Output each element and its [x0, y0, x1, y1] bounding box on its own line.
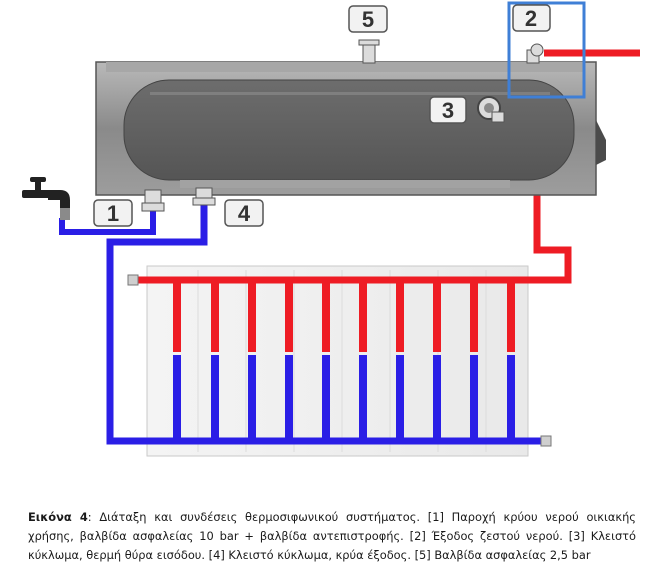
cold-supply-fitting [141, 189, 165, 212]
label-1: 1 [93, 199, 133, 227]
label-4: 4 [224, 199, 264, 227]
svg-text:1: 1 [107, 201, 119, 226]
svg-text:5: 5 [362, 7, 374, 32]
port-2-highlight-box [507, 1, 586, 99]
hot-inlet-port [477, 96, 505, 123]
figure-label: Εικόνα 4 [28, 510, 88, 524]
collector-cold-fitting [540, 435, 552, 447]
label-2: 2 [512, 4, 551, 32]
storage-tank [95, 61, 606, 196]
label-3: 3 [429, 96, 467, 124]
collector-hot-risers [173, 282, 515, 352]
hot-water-outlet-fitting [526, 43, 544, 64]
caption-text: : Διάταξη και συνδέσεις θερμοσιφωνικού σ… [28, 510, 636, 562]
svg-text:2: 2 [525, 6, 537, 31]
figure-caption: Εικόνα 4: Διάταξη και συνδέσεις θερμοσιφ… [28, 508, 636, 565]
cold-pipe [106, 200, 543, 445]
safety-valve-2-5-bar-fitting [358, 39, 380, 64]
thermosiphon-diagram: 5 2 3 1 4 [22, 1, 640, 457]
collector-panel [146, 265, 529, 457]
collector-hot-fitting [127, 274, 139, 286]
cold-outlet-fitting [192, 187, 216, 206]
faucet-icon [22, 177, 70, 220]
svg-text:3: 3 [442, 98, 454, 123]
svg-text:4: 4 [238, 201, 251, 226]
collector-cold-risers [173, 355, 515, 443]
domestic-cold-supply-pipe [59, 205, 156, 235]
label-5: 5 [348, 5, 388, 33]
